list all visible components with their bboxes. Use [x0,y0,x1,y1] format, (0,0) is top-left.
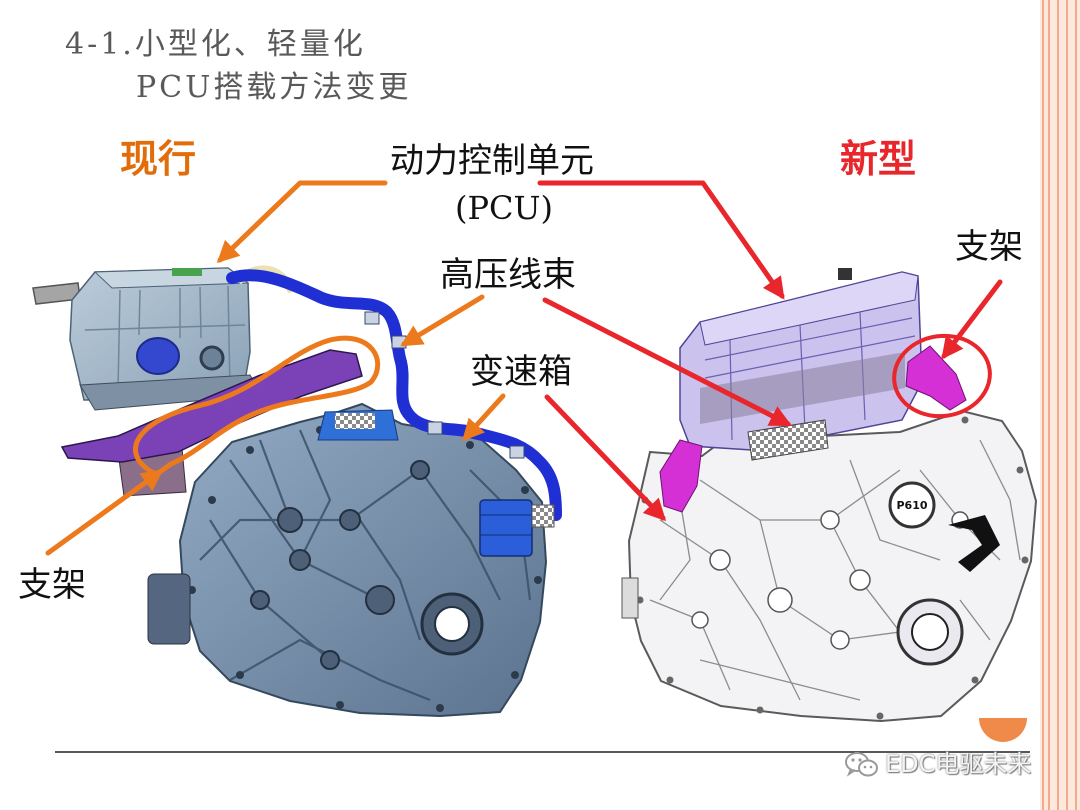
label-hv-harness: 高压线束 [440,255,576,295]
arrow-current-bracket [45,469,164,556]
arrow-new-bracket [941,279,1003,360]
new-bracket-highlight-circle [892,333,992,419]
arrow-current-transmission [462,393,506,442]
new-chevron-mark [948,515,1000,572]
decorative-orange-circle [979,718,1027,742]
new-hv-harness [747,419,829,461]
label-new: 新型 [840,136,917,181]
current-design-drawing [32,265,562,718]
slide-title-line1: 4-1.小型化、轻量化 [65,27,366,62]
label-bracket-left: 支架 [18,565,86,605]
new-transmission: P610 [621,409,1038,723]
current-transmission [178,402,548,718]
arrow-new-transmission [544,394,667,522]
current-motor [147,573,191,645]
current-connector [479,499,555,557]
label-transmission: 变速箱 [470,352,572,392]
watermark-text: EDC电驱未来 [885,750,1032,778]
label-pcu-name: 动力控制单元 [390,141,594,181]
label-bracket-right: 支架 [955,227,1023,267]
current-pcu [69,267,263,411]
new-pcu [679,268,923,461]
right-border-decoration [1040,0,1080,810]
arrow-current-hv-harness [400,294,485,347]
arrow-new-pcu [537,180,785,300]
slide-title-line2: PCU搭载方法变更 [136,70,412,105]
current-hv-harness [226,269,562,521]
annotation-arrows [45,180,1003,556]
arrow-new-hv-harness [542,297,792,427]
arrow-current-pcu [216,180,388,264]
engine-badge-text: P610 [896,499,927,512]
current-bracket-outline [133,335,381,476]
new-design-drawing: P610 [621,268,1038,723]
new-engine-badge: P610 [888,481,936,529]
new-bracket-right [905,345,967,411]
label-current: 现行 [120,136,197,181]
label-pcu-abbr: (PCU) [455,189,553,227]
wechat-icon [842,748,882,782]
